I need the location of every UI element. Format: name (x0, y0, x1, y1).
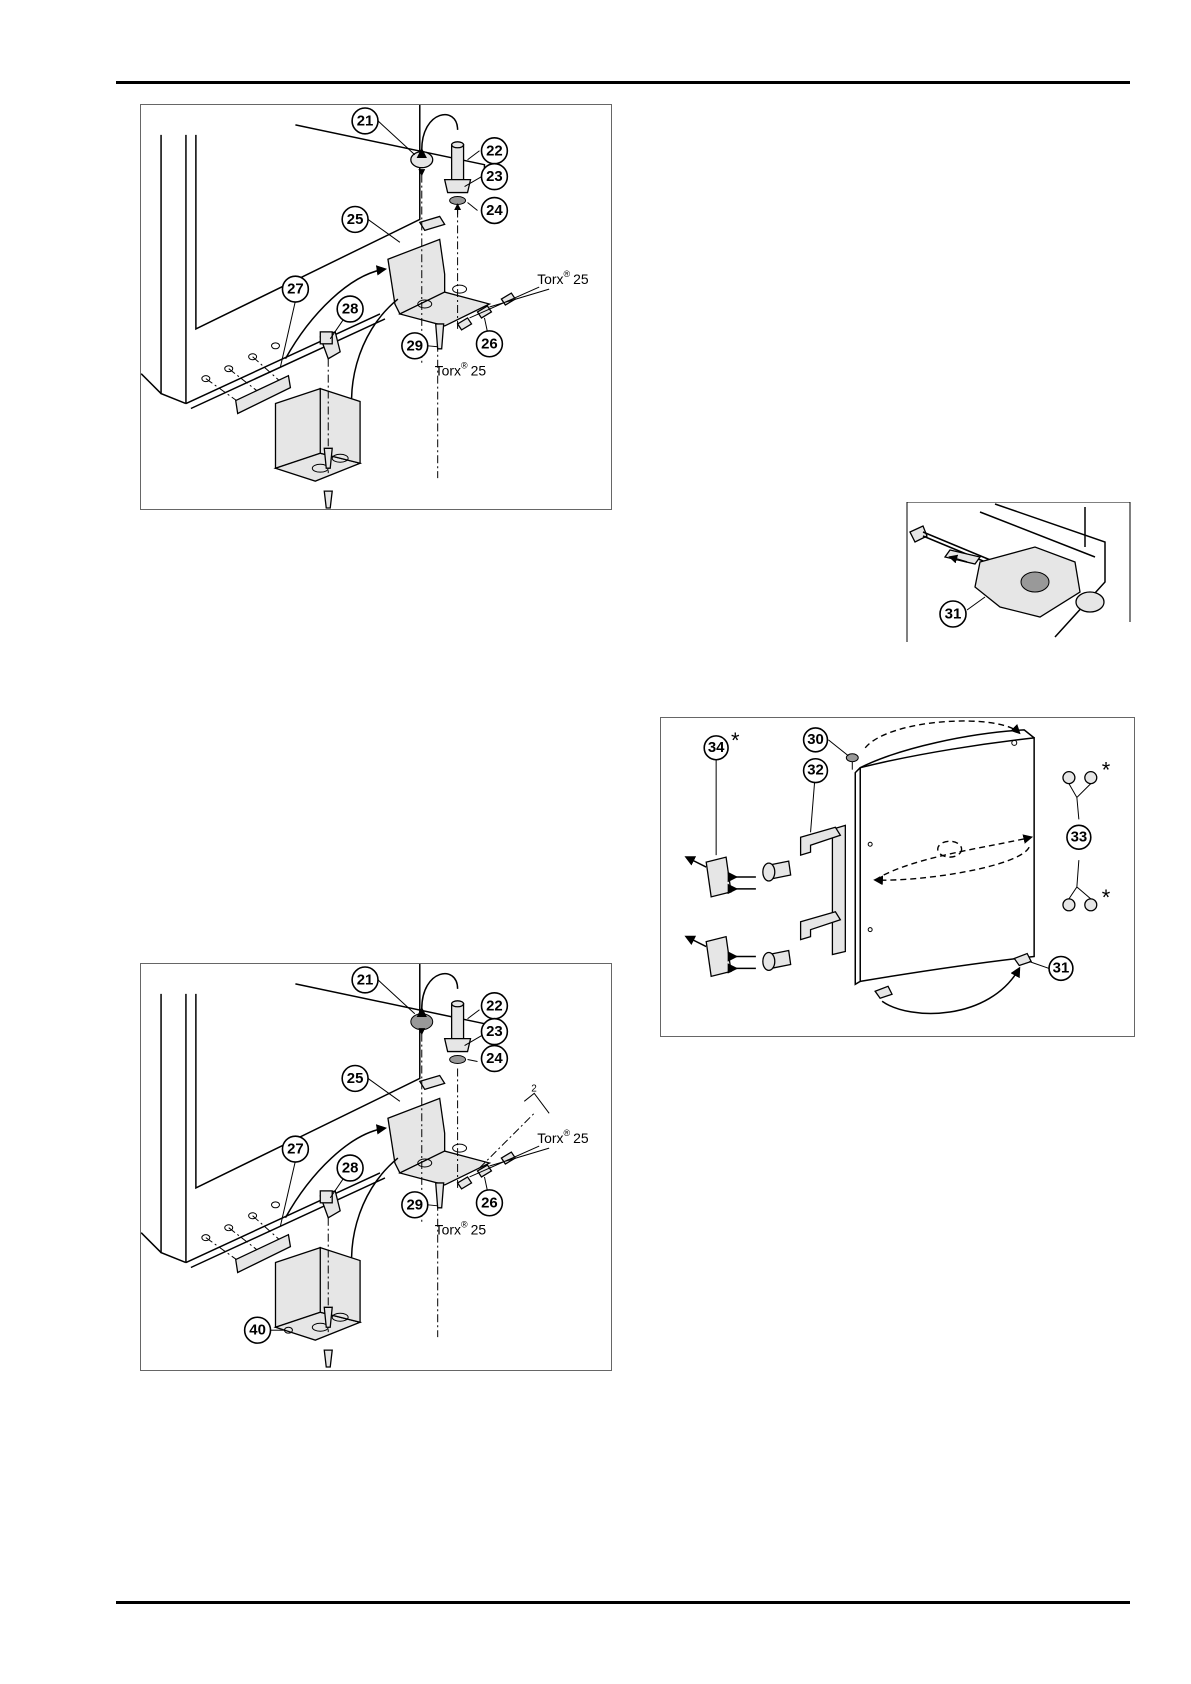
callout-25: 25 (341, 205, 369, 234)
figure-door-drawing: 34 30 32 33 31 * * * (684, 720, 1111, 1015)
callout-24: 24 (480, 1044, 509, 1073)
svg-text:24: 24 (486, 202, 503, 219)
callout-22: 22 (480, 992, 509, 1020)
asterisk-mark-2: * (1102, 758, 1111, 783)
callout-21: 21 (351, 107, 379, 135)
svg-text:29: 29 (407, 1196, 424, 1213)
svg-text:26: 26 (481, 1194, 498, 1211)
svg-text:24: 24 (486, 1050, 503, 1067)
asterisk-mark-3: * (1102, 885, 1111, 910)
cabinet-edge (160, 134, 187, 405)
header-rule (116, 81, 1130, 84)
footer-rule (116, 1601, 1130, 1604)
cover-part (234, 374, 292, 415)
callout-29: 29 (401, 1191, 429, 1219)
callout-32: 32 (802, 757, 829, 784)
svg-text:25: 25 (347, 211, 364, 228)
svg-text:30: 30 (807, 732, 824, 748)
svg-text:21: 21 (357, 112, 374, 129)
svg-text:29: 29 (407, 337, 424, 354)
callout-23: 23 (480, 1017, 509, 1046)
svg-text:32: 32 (807, 763, 824, 779)
callout-27: 27 (281, 1135, 310, 1163)
callout-24: 24 (480, 196, 509, 225)
svg-text:31: 31 (1053, 960, 1070, 976)
figure-latch: 31 (905, 502, 1135, 642)
svg-text:23: 23 (486, 168, 503, 185)
callout-22: 22 (480, 137, 509, 165)
callout-30: 30 (802, 727, 829, 753)
svg-text:25: 25 (347, 1070, 364, 1087)
svg-text:33: 33 (1071, 829, 1088, 845)
small-label-2: 2 (531, 1083, 537, 1094)
callout-28: 28 (336, 295, 364, 323)
callout-26: 26 (475, 1189, 504, 1217)
figure-hinge-bottom-drawing: 21 22 23 24 25 26 27 28 29 40 Torx®25 To… (141, 964, 589, 1368)
callout-40: 40 (243, 1316, 272, 1344)
svg-text:28: 28 (342, 1159, 359, 1176)
svg-text:22: 22 (486, 142, 503, 159)
torx-label-lower: Torx®25 (435, 1220, 487, 1238)
torx-label-upper: Torx®25 (537, 269, 589, 287)
callout-27: 27 (281, 275, 310, 303)
figure-hinge-top-drawing: 21 22 23 24 25 26 27 28 29 Torx®25 Torx®… (141, 105, 589, 509)
callout-31b: 31 (1048, 955, 1074, 982)
svg-text:23: 23 (486, 1023, 503, 1040)
svg-text:26: 26 (481, 335, 498, 352)
torx-label-lower: Torx®25 (435, 361, 487, 379)
callout-31: 31 (939, 600, 967, 628)
figure-door: 34 30 32 33 31 * * * (660, 717, 1135, 1037)
callout-26: 26 (475, 330, 504, 358)
asterisk-mark: * (731, 728, 740, 753)
svg-text:40: 40 (249, 1322, 266, 1339)
callout-33: 33 (1066, 824, 1092, 850)
svg-text:34: 34 (708, 740, 725, 756)
callout-29: 29 (401, 332, 429, 360)
svg-text:22: 22 (486, 997, 503, 1014)
figure-hinge-bottom: 21 22 23 24 25 26 27 28 29 40 Torx®25 To… (140, 963, 612, 1371)
svg-text:28: 28 (342, 300, 359, 317)
svg-text:27: 27 (287, 281, 304, 298)
svg-text:27: 27 (287, 1141, 304, 1158)
callout-25: 25 (341, 1064, 369, 1093)
svg-text:21: 21 (357, 971, 374, 988)
callout-21: 21 (351, 966, 379, 994)
callout-34: 34 (703, 735, 729, 761)
svg-text:31: 31 (945, 606, 962, 623)
door-panel (859, 737, 1035, 983)
figure-latch-drawing: 31 (906, 502, 1131, 642)
callout-23: 23 (480, 162, 509, 191)
callout-28: 28 (336, 1154, 364, 1182)
figure-hinge-top: 21 22 23 24 25 26 27 28 29 Torx®25 Torx®… (140, 104, 612, 510)
torx-label-upper: Torx®25 (537, 1128, 589, 1146)
